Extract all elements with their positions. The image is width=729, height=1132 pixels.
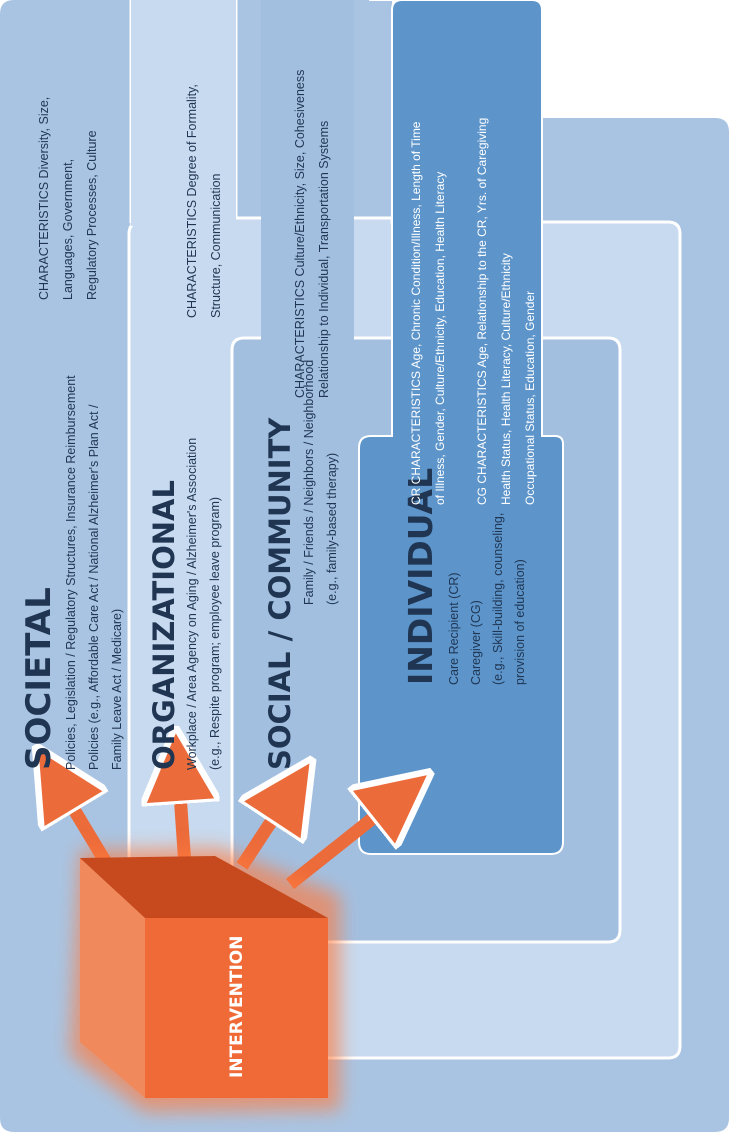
individual-description: Care Recipient (CR) Caregiver (CG) (e.g.… <box>447 513 527 685</box>
organizational-desc-line-2: (e.g., Respite program; employee leave p… <box>208 497 222 770</box>
societal-char-line-3: Regulatory Processes, Culture <box>85 130 99 300</box>
societal-char-line-2: Languages, Government, <box>61 159 75 300</box>
societal-desc-line-2: Policies (e.g., Affordable Care Act / Na… <box>87 404 101 770</box>
arrow-to-social-community <box>236 790 292 870</box>
organizational-char-line-1: CHARACTERISTICS Degree of Formality, <box>185 84 199 318</box>
individual-cr-char-line-1: CR CHARACTERISTICS Age, Chronic Conditio… <box>409 121 423 505</box>
societal-desc-line-1: Policies, Legislation / Regulatory Struc… <box>64 375 78 770</box>
social-community-level-tab <box>261 0 354 344</box>
intervention-label: INTERVENTION <box>227 936 247 1078</box>
individual-cg-characteristics: CG CHARACTERISTICS Age, Relationship to … <box>475 118 537 505</box>
societal-char-line-1: CHARACTERISTICS Diversity, Size, <box>37 97 51 300</box>
individual-desc-line-2: Caregiver (CG) <box>469 600 483 685</box>
organizational-desc-line-1: Workplace / Area Agency on Aging / Alzhe… <box>185 438 199 770</box>
individual-cr-characteristics: CR CHARACTERISTICS Age, Chronic Conditio… <box>409 121 447 505</box>
intervention-box-side-face <box>80 858 145 1098</box>
organizational-heading-group: ORGANIZATIONAL <box>147 480 181 770</box>
social-description: Family / Friends / Neighbors / Neighborh… <box>302 360 339 605</box>
arrow-to-individual <box>285 795 402 890</box>
individual-heading-group: INDIVIDUAL <box>401 468 440 685</box>
organizational-char-line-2: Structure, Communication <box>209 173 223 318</box>
individual-level-region <box>358 0 564 855</box>
individual-desc-line-4: provision of education) <box>513 559 527 685</box>
social-heading-group: SOCIAL / COMMUNITY <box>263 417 297 770</box>
social-char-line-1: CHARACTERISTICS Culture/Ethnicity, Size,… <box>293 70 307 398</box>
social-community-heading: SOCIAL / COMMUNITY <box>263 417 297 770</box>
intervention-box-front-face <box>145 918 328 1098</box>
organizational-description: Workplace / Area Agency on Aging / Alzhe… <box>185 438 222 770</box>
societal-heading: SOCIETAL <box>19 587 59 770</box>
organizational-level-tab <box>131 0 236 226</box>
intervention-box-top-face <box>80 856 328 918</box>
social-char-line-2: Relationship to Individual, Transportati… <box>317 121 331 398</box>
social-desc-line-1: Family / Friends / Neighbors / Neighborh… <box>302 360 316 605</box>
individual-cg-char-line-3: Occupational Status, Education, Gender <box>523 291 537 505</box>
social-characteristics: CHARACTERISTICS Culture/Ethnicity, Size,… <box>293 70 331 398</box>
individual-cg-char-line-2: Health Status, Health Literacy, Culture/… <box>499 253 513 505</box>
societal-characteristics: CHARACTERISTICS Diversity, Size, Languag… <box>37 97 99 300</box>
individual-desc-line-3: (e.g., Skill-building, counseling, <box>491 513 505 685</box>
intervention-box <box>70 848 340 1112</box>
individual-cg-char-line-1: CG CHARACTERISTICS Age, Relationship to … <box>475 118 489 505</box>
individual-desc-line-1: Care Recipient (CR) <box>447 572 461 685</box>
individual-cr-char-line-2: of Illness, Gender, Culture/Ethnicity, E… <box>433 172 447 505</box>
individual-heading: INDIVIDUAL <box>401 468 440 685</box>
intervention-label-group: INTERVENTION <box>227 936 247 1078</box>
societal-desc-line-3: Family Leave Act / Medicare) <box>110 609 124 770</box>
organizational-heading: ORGANIZATIONAL <box>147 480 181 770</box>
societal-description: Policies, Legislation / Regulatory Struc… <box>64 375 124 770</box>
organizational-characteristics: CHARACTERISTICS Degree of Formality, Str… <box>185 84 223 318</box>
social-desc-line-2: (e.g., family-based therapy) <box>325 453 339 605</box>
societal-text-group: SOCIETAL <box>19 587 59 770</box>
